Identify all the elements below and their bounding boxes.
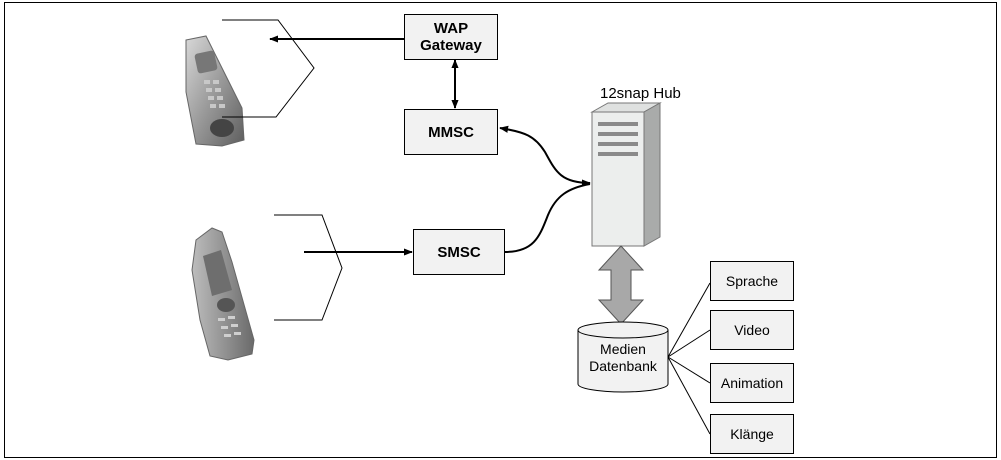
database-label: Medien Datenbank bbox=[589, 341, 657, 374]
smsc-label: SMSC bbox=[437, 243, 481, 261]
mms-signal-bracket bbox=[222, 19, 315, 118]
media-video-box: Video bbox=[710, 310, 794, 350]
wap-gateway-label: WAP Gateway bbox=[420, 20, 482, 54]
server-icon bbox=[590, 102, 662, 247]
media-animation-box: Animation bbox=[710, 363, 794, 403]
smsc-box: SMSC bbox=[413, 229, 505, 275]
hub-database-transfer-arrow bbox=[597, 245, 645, 325]
media-fanout-lines bbox=[667, 282, 711, 435]
hub-mmsc-connection bbox=[499, 125, 591, 187]
diagram-frame bbox=[4, 2, 997, 458]
mmsc-box: MMSC bbox=[404, 109, 498, 155]
sms-phone-icon bbox=[191, 227, 255, 361]
mms-phone-icon bbox=[185, 35, 245, 147]
smsc-hub-connection bbox=[504, 183, 591, 253]
database-icon bbox=[577, 321, 669, 393]
wap-gateway-box: WAP Gateway bbox=[404, 14, 498, 60]
media-sprache-label: Sprache bbox=[725, 273, 779, 289]
mmsc-label: MMSC bbox=[428, 123, 474, 141]
hub-label: 12snap Hub bbox=[600, 85, 681, 102]
media-animation-label: Animation bbox=[720, 375, 784, 391]
media-video-label: Video bbox=[734, 322, 770, 338]
media-klaenge-label: Klänge bbox=[730, 426, 774, 442]
media-sprache-box: Sprache bbox=[710, 261, 794, 301]
media-klaenge-box: Klänge bbox=[710, 414, 794, 454]
sms-signal-bracket bbox=[274, 214, 343, 321]
